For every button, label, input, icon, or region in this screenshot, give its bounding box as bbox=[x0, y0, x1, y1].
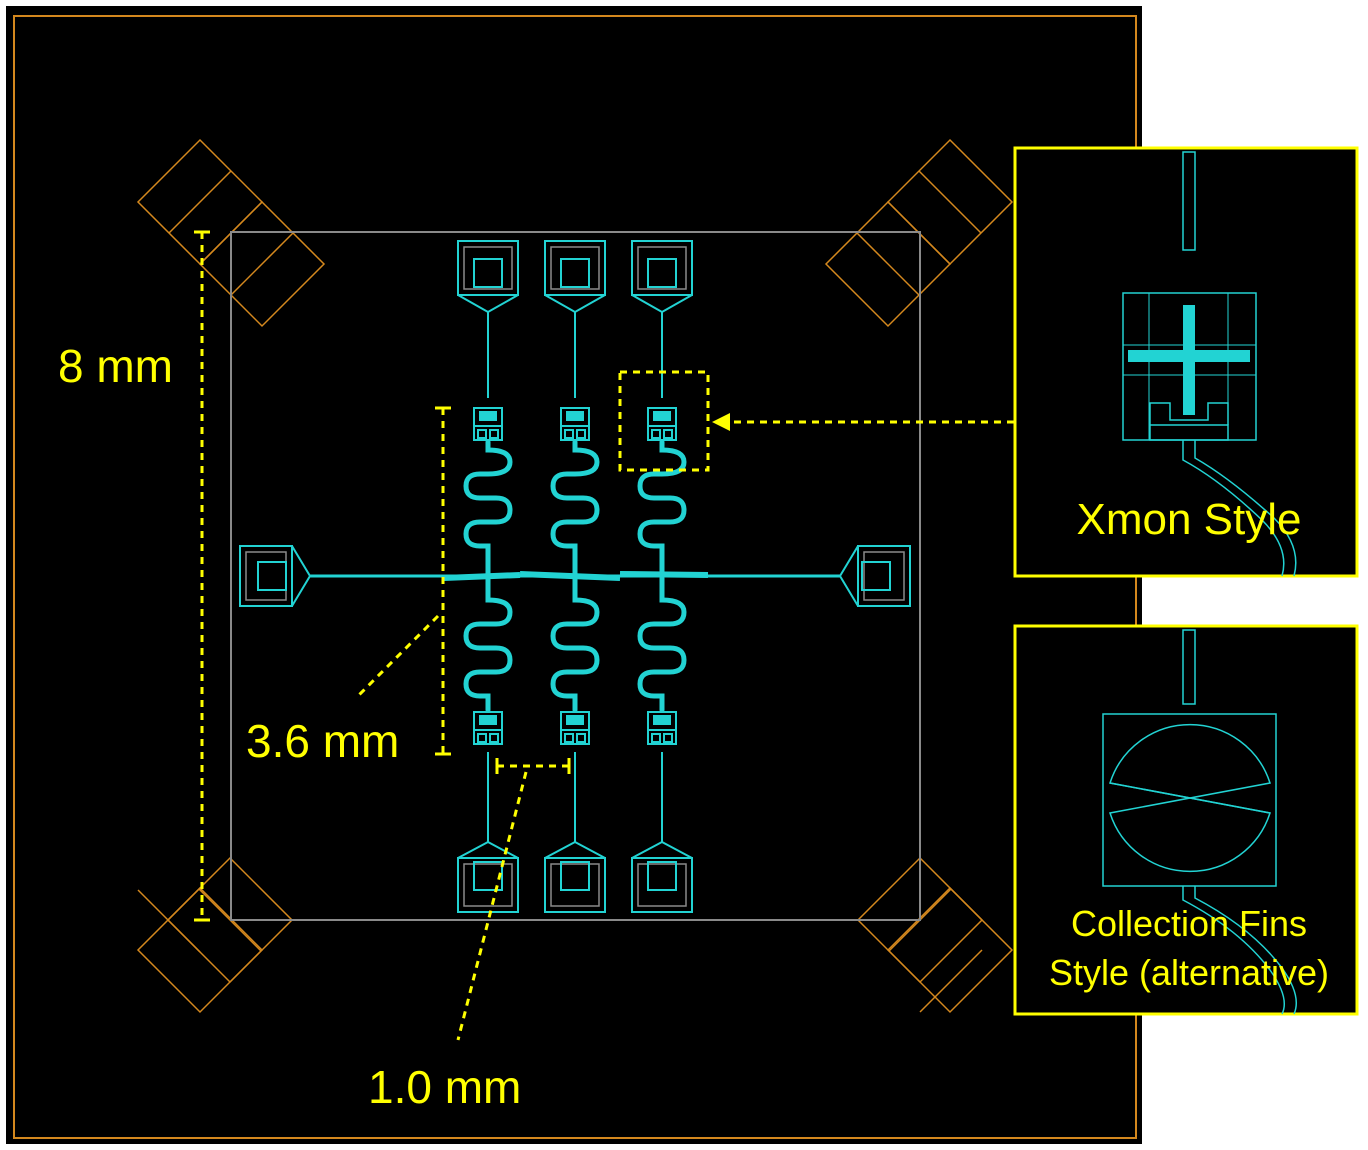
meander-resonator-icon bbox=[550, 575, 600, 713]
fins-style-label-line1: Collection Fins bbox=[1071, 903, 1307, 944]
launch-pad-icon bbox=[631, 240, 693, 398]
dimension-3-6mm bbox=[356, 406, 451, 756]
top-qubits bbox=[473, 407, 677, 441]
launch-pad-icon bbox=[631, 752, 693, 913]
corner-marker-top-left bbox=[136, 138, 326, 328]
launch-pad-icon bbox=[457, 752, 519, 913]
meander-resonator-icon bbox=[463, 439, 513, 577]
launch-pad-icon bbox=[544, 752, 606, 913]
fins-style-label-line2: Style (alternative) bbox=[1049, 952, 1329, 993]
bottom-launch-pads bbox=[457, 752, 693, 913]
meander-resonator-icon bbox=[463, 575, 513, 713]
xmon-qubit-icon bbox=[560, 407, 590, 441]
inset-collection-fins: Collection Fins Style (alternative) bbox=[1013, 624, 1359, 1016]
chip-height-label: 8 mm bbox=[58, 340, 173, 392]
feedline-pad-right bbox=[838, 545, 911, 607]
collection-fins-icon bbox=[1109, 723, 1271, 873]
xmon-highlight-box bbox=[618, 370, 710, 472]
feedline-pad-left bbox=[239, 545, 312, 607]
xmon-style-label: Xmon Style bbox=[1077, 495, 1302, 544]
qubit-pitch-label: 1.0 mm bbox=[368, 1061, 521, 1113]
qubit-span-label: 3.6 mm bbox=[246, 715, 399, 767]
dimension-8mm bbox=[194, 230, 210, 922]
meander-resonator-icon bbox=[637, 439, 687, 577]
bottom-qubits bbox=[473, 711, 677, 745]
resonators bbox=[463, 439, 687, 713]
chip-outline bbox=[230, 231, 921, 921]
xmon-qubit-icon bbox=[473, 711, 503, 745]
arrowhead-icon bbox=[712, 413, 730, 431]
corner-marker-top-right bbox=[824, 138, 1014, 328]
top-launch-pads bbox=[457, 240, 693, 398]
dimension-1-0mm bbox=[456, 758, 571, 1041]
meander-resonator-icon bbox=[550, 439, 600, 577]
launch-pad-icon bbox=[457, 240, 519, 398]
inset-xmon: Xmon Style bbox=[1013, 146, 1359, 578]
launch-pad-icon bbox=[544, 240, 606, 398]
meander-resonator-icon bbox=[637, 575, 687, 713]
